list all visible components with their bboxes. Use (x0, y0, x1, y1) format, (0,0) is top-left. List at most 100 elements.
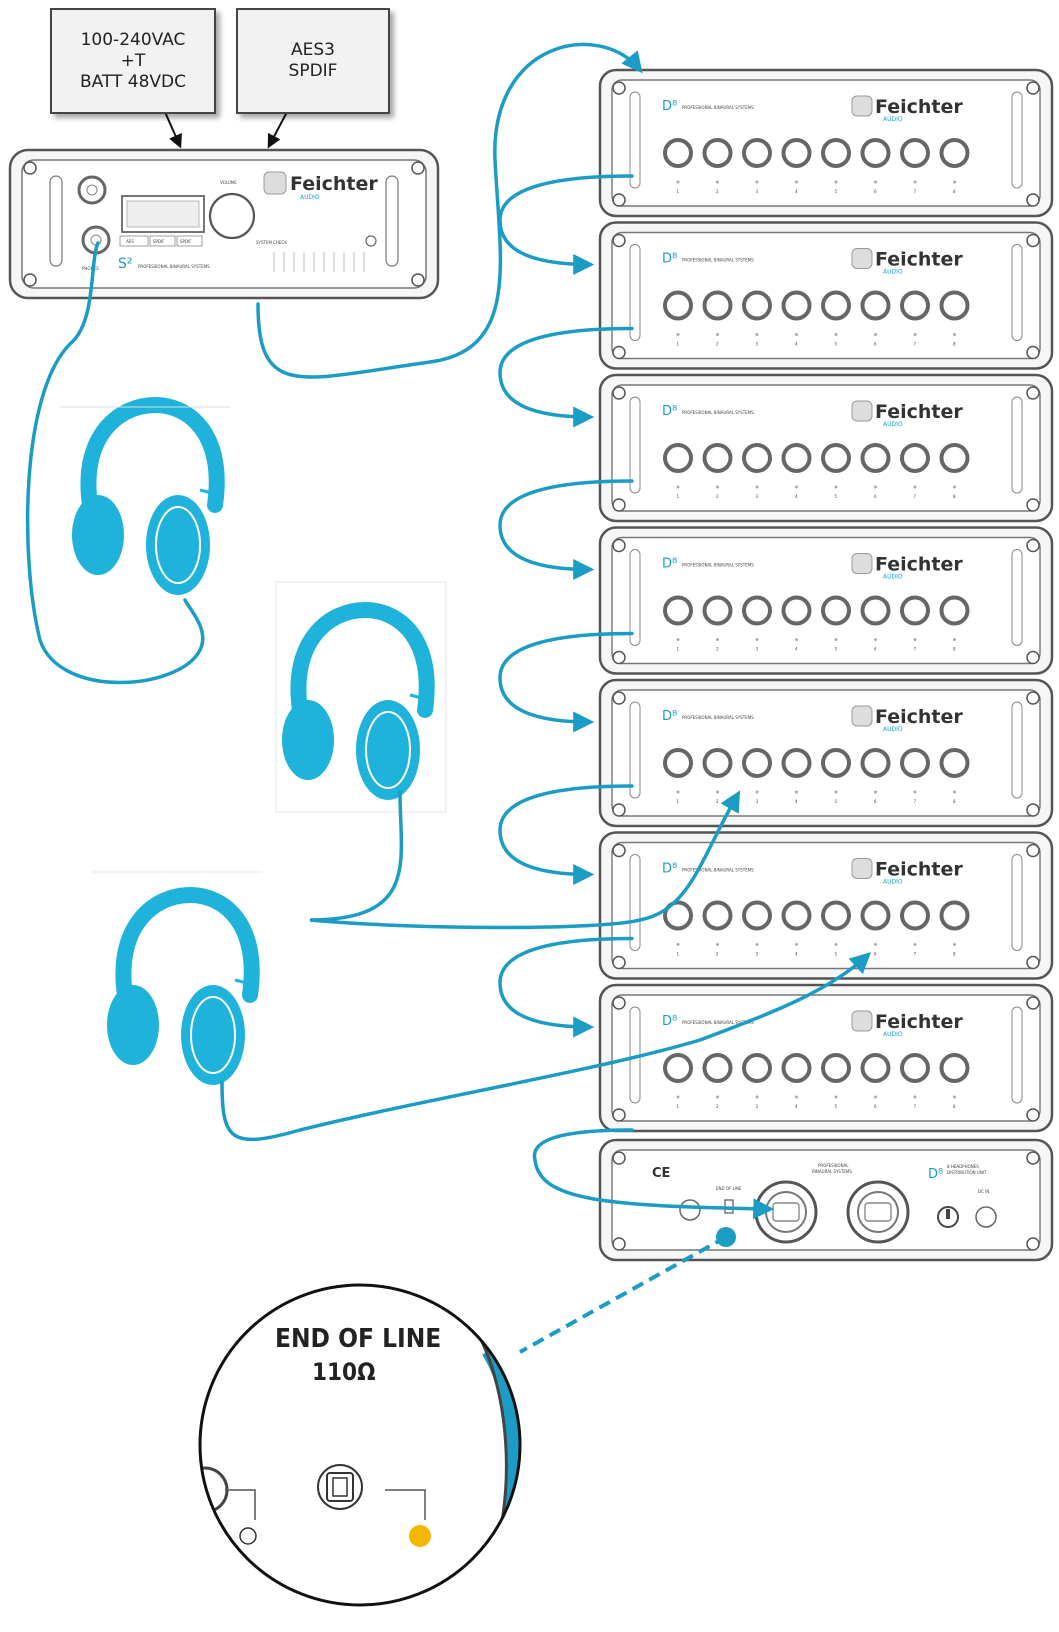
rack-handle-left (629, 244, 641, 341)
daisy-chain-cable (498, 936, 634, 1038)
rack-screw-icon (1026, 691, 1040, 705)
output-led (755, 943, 759, 946)
output-number: 5 (835, 799, 838, 804)
right-ear-cup-ring (155, 506, 201, 584)
output-number: 8 (953, 342, 956, 347)
headphones-1 (72, 396, 225, 595)
headphone-output-jack (781, 290, 812, 321)
headphone-output-jack (860, 1053, 891, 1083)
unit-brand-sub: AUDIO (883, 116, 903, 123)
rack-screw-icon (1026, 538, 1040, 553)
headphone-output-jack (663, 1053, 693, 1083)
output-number: 5 (835, 647, 838, 652)
output-led (716, 943, 719, 946)
headphone-output-jack (821, 748, 851, 778)
rack-screw-icon (612, 81, 626, 95)
source-model: S² (118, 256, 133, 272)
rack-screw-icon (1026, 233, 1040, 248)
daisy-chain-cable (498, 631, 634, 733)
output-led (953, 485, 956, 489)
headphone-output-jack (702, 138, 733, 168)
headphone-output-jack (781, 595, 812, 626)
headphone-output-jack (702, 443, 733, 473)
unit-brand-sub: AUDIO (883, 269, 903, 276)
rack-screw-icon (1026, 1151, 1040, 1165)
headphones-3 (107, 886, 260, 1085)
output-number: 3 (756, 799, 759, 804)
headphone-output-jack (702, 1053, 733, 1083)
zoom-circle-outline (198, 1283, 522, 1607)
feichter-logo-icon (851, 248, 873, 269)
headphone-output-jack (900, 748, 930, 778)
output-led (953, 180, 956, 184)
daisy-chain-cable (498, 479, 634, 580)
output-led (953, 790, 956, 794)
output-number: 6 (874, 799, 877, 804)
headphone-output-jack (742, 1053, 772, 1083)
rear-model: D⁸ (928, 1167, 943, 1182)
output-number: 7 (914, 1104, 917, 1109)
headphone-output-jack (702, 748, 733, 778)
output-led (874, 333, 877, 336)
rack-screw-icon (612, 1151, 626, 1165)
output-number: 1 (677, 799, 680, 804)
headphone-output-jack (742, 290, 772, 321)
rack-handle-right (1011, 396, 1023, 494)
output-number: 5 (835, 952, 838, 957)
output-led (913, 790, 917, 794)
output-led (755, 638, 759, 641)
volume-knob (208, 192, 256, 240)
headphone-output-jack (860, 900, 891, 931)
input-label-spdif-2: SPDIF (180, 239, 192, 244)
headphone-output-jack (939, 443, 970, 473)
rear-unit: CE PROFESSIONAL BINAURAL SYSTEMS D⁸ 8 HE… (598, 1138, 1054, 1262)
output-number: 8 (953, 799, 956, 804)
headphone-output-jack (742, 900, 772, 931)
headband-inner (307, 626, 418, 711)
input-label-aes: AES (126, 239, 134, 244)
rack-screw-icon (1026, 803, 1040, 817)
output-number: 2 (716, 1104, 719, 1109)
rear-center-sub: BINAURAL SYSTEMS (812, 1169, 852, 1174)
headphone-output-jack (900, 1053, 930, 1083)
output-led (834, 1095, 838, 1099)
headphone-output-jack (742, 595, 772, 626)
output-number: 8 (953, 494, 956, 499)
output-number: 6 (874, 647, 877, 652)
rack-handle-left (629, 549, 641, 646)
rack-handle-left (629, 396, 641, 494)
output-led (953, 943, 956, 946)
output-led (676, 790, 680, 794)
unit-tagline: PROFESSIONAL BINAURAL SYSTEMS (682, 258, 754, 263)
unit-brand-sub: AUDIO (883, 574, 903, 581)
output-number: 3 (756, 647, 759, 652)
output-led (913, 333, 917, 336)
headphone-output-jack (900, 443, 930, 473)
zoom-pointer (519, 1235, 727, 1354)
xlr-connector-in (754, 1180, 818, 1244)
rack-screw-icon (1026, 193, 1040, 207)
output-led (953, 1095, 956, 1099)
rack-screw-icon (1026, 843, 1040, 858)
digital-arrow (267, 111, 288, 149)
output-number: 2 (716, 494, 719, 499)
output-led (913, 638, 917, 641)
output-led (716, 1095, 719, 1099)
headphone-output-jack (663, 900, 693, 931)
output-number: 3 (756, 342, 759, 347)
headphone-output-jack (781, 748, 812, 778)
output-led (755, 790, 759, 794)
output-led (676, 180, 680, 184)
output-number: 4 (795, 647, 798, 652)
headphones-2 (282, 601, 435, 800)
rack-screw-icon (1026, 996, 1040, 1010)
digital-callout-line-2: SPDIF (288, 61, 338, 81)
output-led (834, 485, 838, 489)
headphone-output-jack (821, 290, 851, 321)
headphone-output-jack (900, 595, 930, 626)
headphone-output-jack (939, 595, 970, 626)
output-number: 1 (677, 647, 680, 652)
